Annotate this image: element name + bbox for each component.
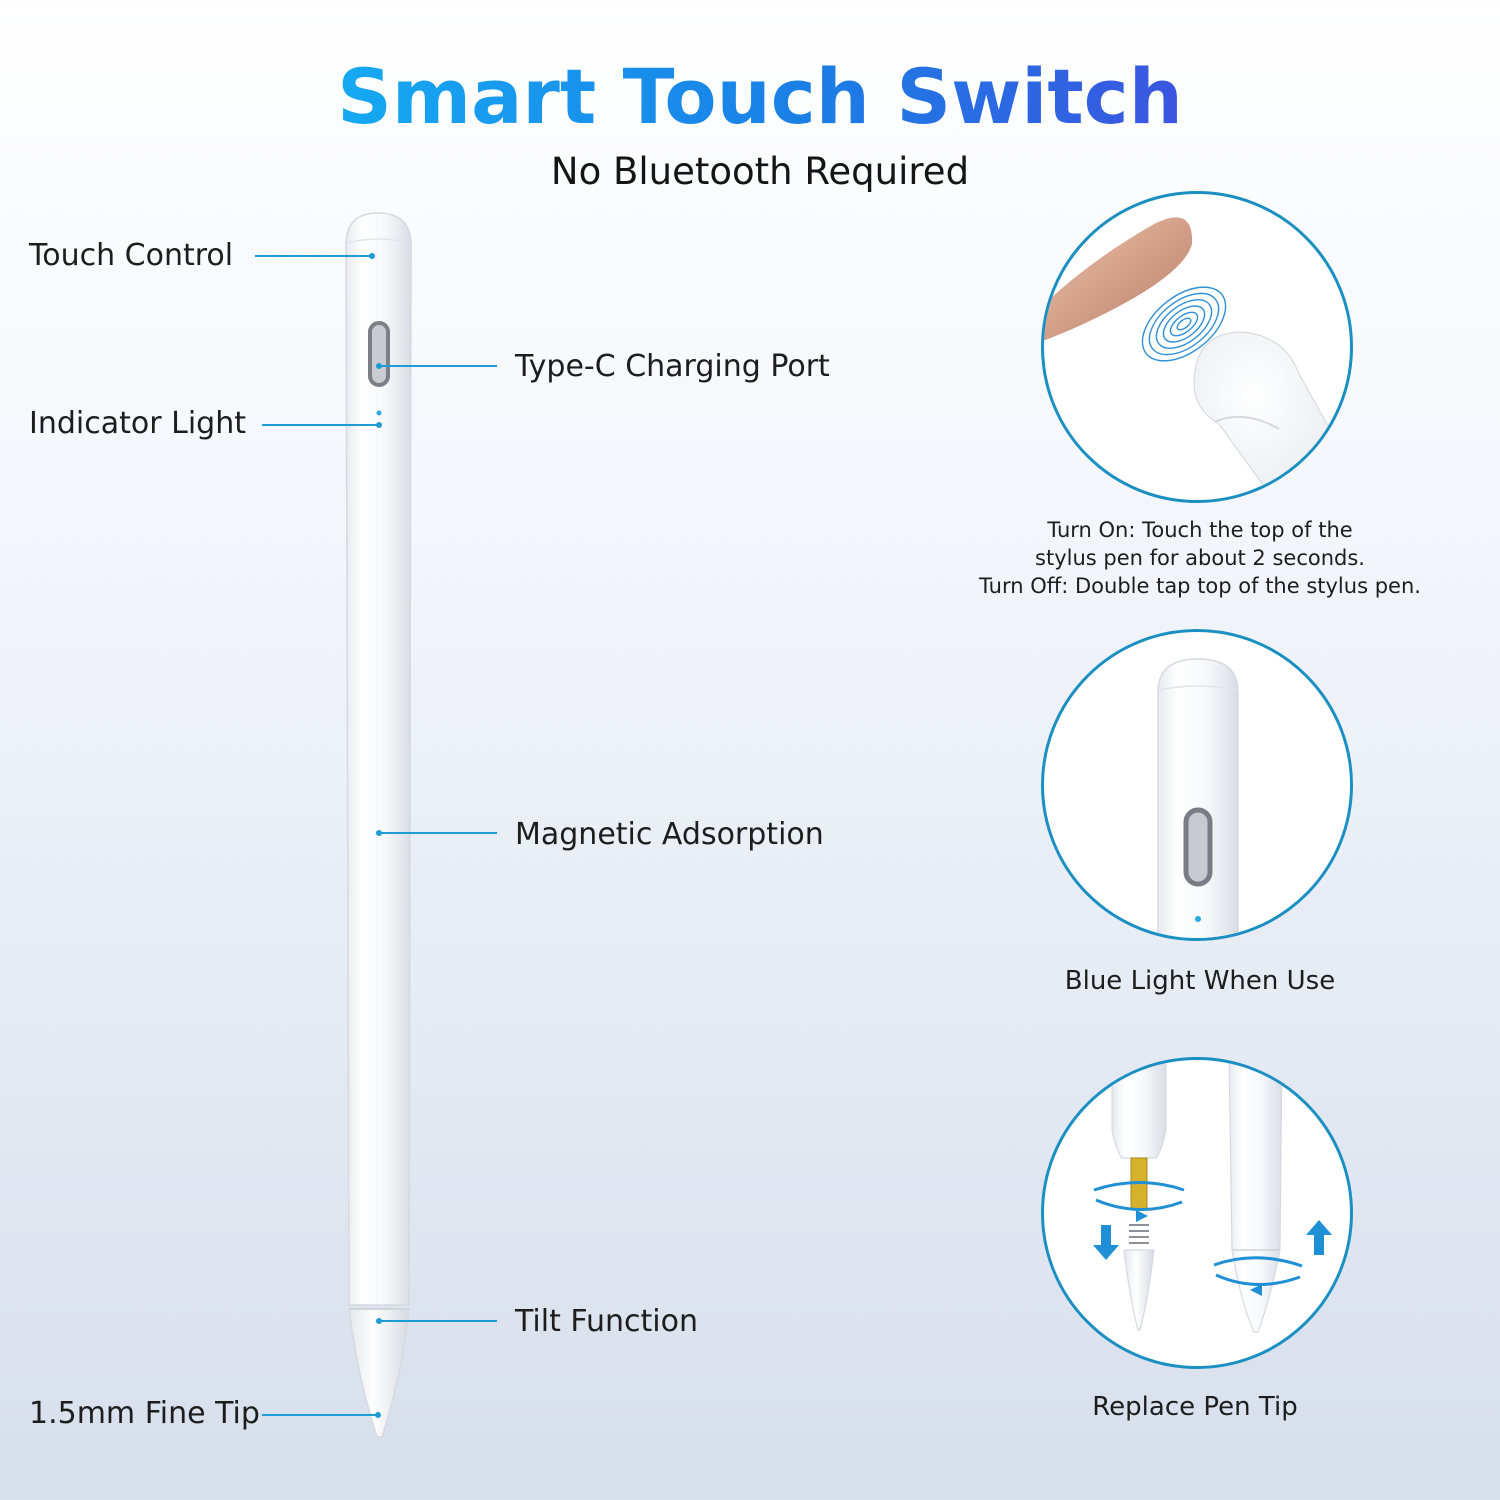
tip-panel-circle <box>1041 1057 1353 1369</box>
label-indicator-light: Indicator Light <box>29 406 246 441</box>
stylus-closeup-illustration <box>1157 658 1239 938</box>
dot-magnetic <box>376 830 382 836</box>
label-charging-port: Type-C Charging Port <box>515 349 830 384</box>
page-subtitle: No Bluetooth Required <box>550 150 970 193</box>
touch-line-3: Turn Off: Double tap top of the stylus p… <box>979 574 1421 598</box>
leader-touch-control <box>255 255 372 257</box>
touch-line-2: stylus pen for about 2 seconds. <box>1035 546 1365 570</box>
replace-tip-illustration <box>1093 1060 1332 1333</box>
caption-blue-light: Blue Light When Use <box>1064 966 1336 996</box>
indicator-light-dot <box>376 410 382 416</box>
label-touch-control: Touch Control <box>29 238 234 273</box>
label-fine-tip: 1.5mm Fine Tip <box>29 1396 260 1431</box>
caption-replace-tip: Replace Pen Tip <box>1092 1392 1298 1422</box>
leader-charging-port <box>380 365 497 367</box>
stylus-body <box>345 212 412 1306</box>
touch-line-1: Turn On: Touch the top of the <box>1047 518 1353 542</box>
stylus-tip <box>348 1308 410 1438</box>
leader-magnetic <box>380 832 497 834</box>
label-tilt: Tilt Function <box>515 1304 698 1339</box>
leader-fine-tip <box>262 1414 378 1416</box>
dot-indicator-light <box>376 422 382 428</box>
dot-charging-port <box>376 363 382 369</box>
type-c-port <box>368 321 390 387</box>
label-magnetic: Magnetic Adsorption <box>515 817 824 852</box>
leader-indicator-light <box>262 424 379 426</box>
stylus-illustration <box>345 212 412 1438</box>
touch-panel-circle <box>1041 191 1353 503</box>
closeup-type-c-port <box>1183 807 1213 887</box>
title-text: Smart Touch Switch <box>337 52 1183 141</box>
dot-tilt <box>376 1318 382 1324</box>
finger-touch-illustration <box>1044 217 1345 500</box>
dot-touch-control <box>369 253 375 259</box>
closeup-blue-light <box>1195 916 1201 922</box>
light-panel-circle <box>1041 629 1353 941</box>
page-title: Smart Touch Switch <box>0 52 1500 141</box>
leader-tilt <box>380 1320 497 1322</box>
dot-fine-tip <box>375 1412 381 1418</box>
